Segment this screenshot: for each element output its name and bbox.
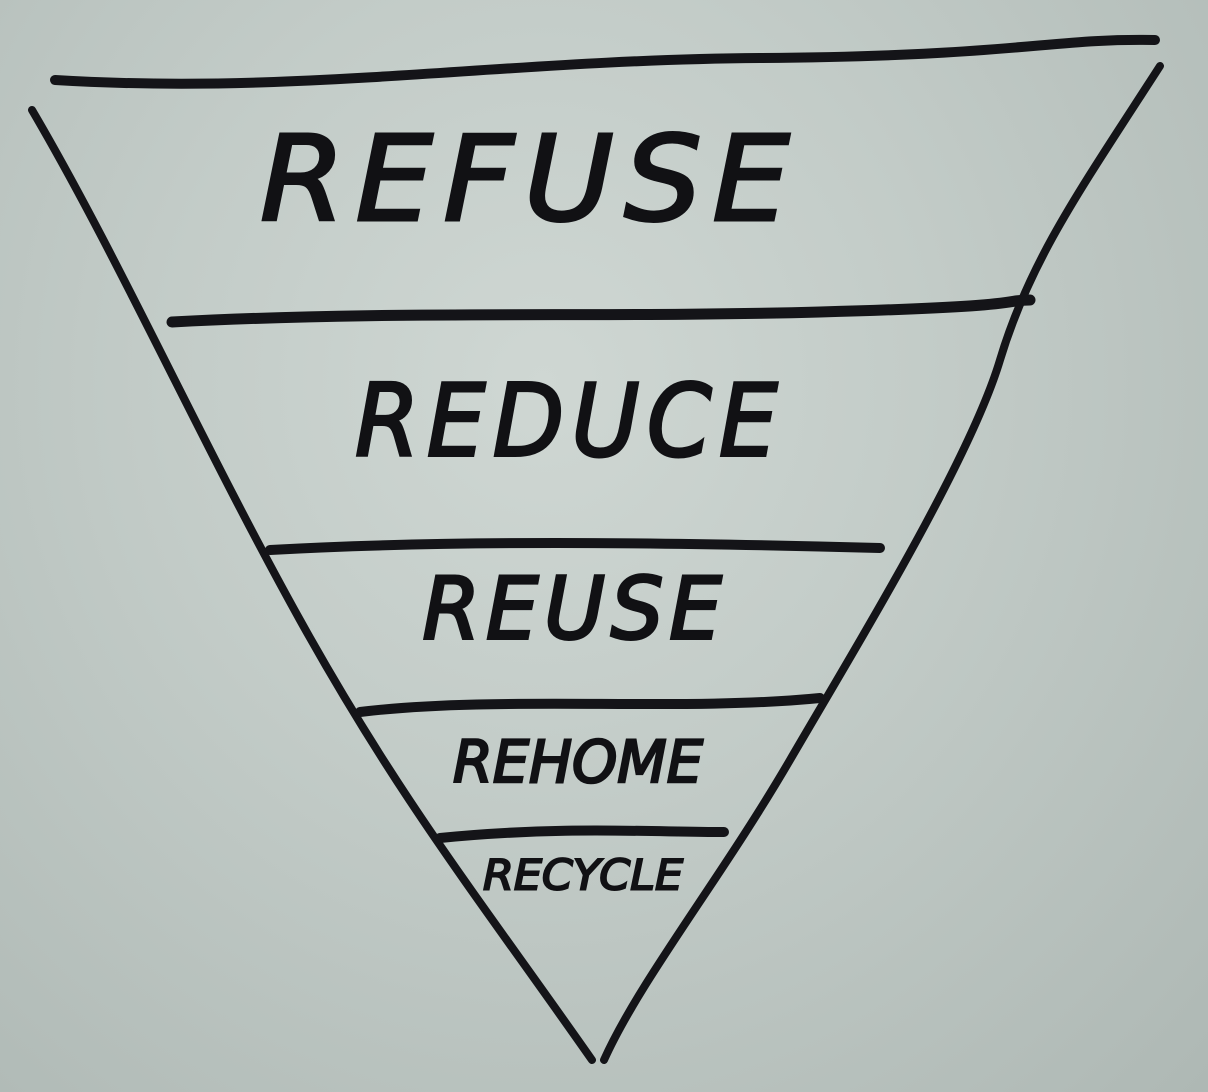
tier-label-reduce: REDUCE <box>355 362 785 479</box>
tier-divider-3 <box>355 693 825 717</box>
tier-divider-4 <box>435 825 729 843</box>
tier-label-reuse: REUSE <box>423 559 728 659</box>
funnel-left-edge <box>28 106 596 1064</box>
tier-label-rehome: REHOME <box>453 728 703 796</box>
tier-divider-2 <box>265 538 885 555</box>
tier-label-refuse: REFUSE <box>260 110 800 248</box>
tier-label-recycle: RECYCLE <box>483 851 683 900</box>
funnel-top-line <box>50 34 1160 89</box>
tier-divider-1 <box>166 294 1036 328</box>
funnel-right-edge <box>600 62 1164 1064</box>
